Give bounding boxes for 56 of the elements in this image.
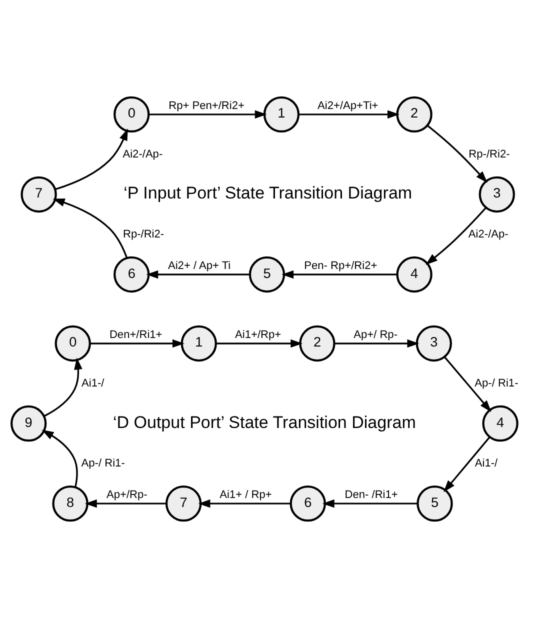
arrow: [52, 198, 128, 258]
node-circle: 7: [20, 176, 57, 212]
node-circle: 2: [396, 96, 432, 132]
arrow: [444, 436, 490, 492]
arrow: [334, 338, 420, 348]
arrow: [282, 270, 398, 278]
arrow: [298, 110, 400, 118]
arrow: [427, 124, 488, 182]
node-circle: 1: [180, 324, 217, 362]
edge-label: Rp-/Ri2-: [122, 228, 164, 240]
node-circle: 7: [165, 484, 202, 522]
edge-label: Ai1+ / Rp+: [220, 488, 272, 500]
edge-label: Ai1+/Rp+: [235, 328, 282, 340]
node-circle: 3: [478, 176, 515, 212]
node-circle: 3: [416, 324, 452, 362]
arrow: [42, 429, 78, 487]
arrow: [44, 357, 82, 416]
node-circle: 2: [299, 324, 336, 362]
arrow: [322, 498, 418, 508]
arrow: [90, 338, 184, 348]
node-circle: 5: [248, 256, 286, 292]
node-circle: 0: [54, 324, 91, 362]
arrow: [426, 206, 486, 264]
node-circle: 8: [52, 484, 88, 522]
node-circle: 5: [416, 484, 453, 522]
edge-label: Ai2+/Ap+Ti+: [318, 99, 378, 112]
node-circle: 6: [114, 256, 150, 292]
edge-label: Den+/Ri1+: [109, 328, 162, 340]
arrow: [148, 110, 267, 118]
edge-label: Pen- Rp+/Ri2+: [304, 259, 378, 272]
node-circle: 6: [290, 484, 326, 522]
edge-label: Ap-/ Ri1-: [81, 456, 125, 469]
node-circle: 9: [10, 404, 47, 442]
edge-label: Rp-/Ri2-: [468, 148, 510, 160]
edge-label: Den- /Ri1+: [344, 488, 398, 500]
edge-label: Rp+ Pen+/Ri2+: [168, 99, 244, 112]
edge-label: Ai2-/Ap-: [122, 148, 163, 160]
arrow: [216, 338, 303, 348]
arrow: [146, 270, 250, 278]
edge-label: Ai1-/: [82, 376, 104, 389]
edge-label: Ai2+ / Ap+ Ti: [168, 259, 231, 272]
arrow: [444, 356, 492, 412]
arrow: [54, 128, 128, 190]
node-circle: 0: [114, 96, 150, 132]
node-circle: 4: [396, 256, 432, 292]
edge-label: Ap-/ Ri1-: [474, 376, 518, 389]
label: ‘D Output Port’ State Transition Diagram: [112, 412, 416, 432]
arrow: [198, 498, 291, 508]
edge-label: Ap+/Rp-: [106, 488, 148, 500]
node-circle: 1: [263, 96, 300, 132]
edge-label: Ap+/ Rp-: [354, 328, 398, 340]
label: ‘P Input Port’ State Transition Diagram: [124, 183, 412, 202]
arrow: [84, 498, 166, 508]
edge-label: Ai2-/Ap-: [468, 228, 508, 240]
node-circle: 4: [482, 404, 518, 442]
edge-label: Ai1-/: [474, 456, 498, 469]
